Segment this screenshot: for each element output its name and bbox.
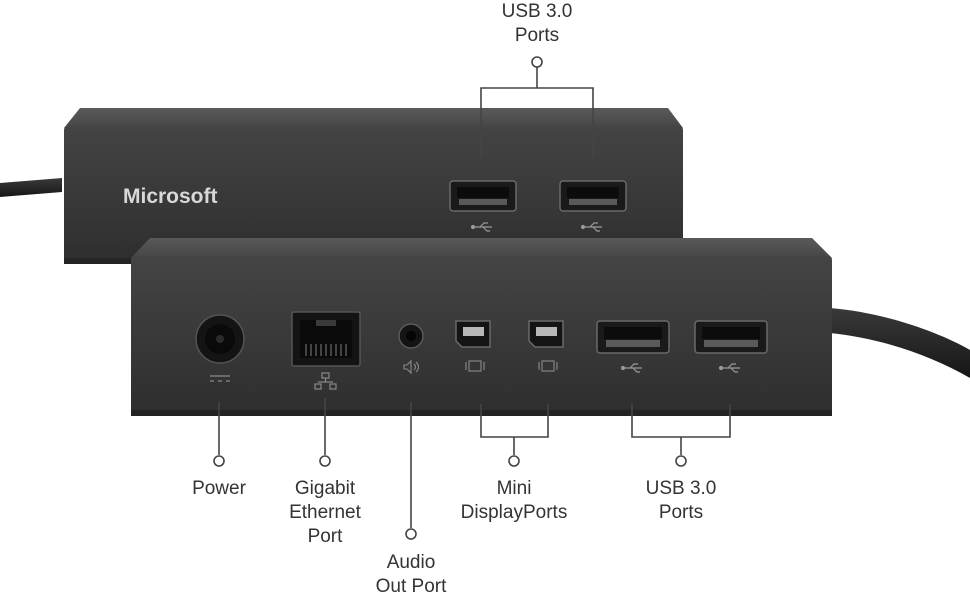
ethernet-port — [291, 311, 361, 367]
ethernet-icon — [314, 372, 337, 390]
front-dock — [131, 238, 832, 416]
label-bottom-usb-ports: USB 3.0 Ports — [645, 478, 717, 523]
back-dock-front — [64, 126, 683, 263]
label-mini-displayports: Mini DisplayPorts — [460, 478, 568, 523]
dc-power-icon — [210, 375, 230, 382]
usb-icon — [580, 222, 602, 232]
mini-displayport-1 — [455, 320, 491, 348]
label-gigabit-ethernet-port: Gigabit Ethernet Port — [289, 478, 361, 547]
back-usb-port-1 — [449, 180, 517, 212]
front-dock-cable — [830, 308, 970, 378]
back-dock-top — [64, 108, 683, 128]
usb-icon — [620, 363, 642, 373]
front-dock-top — [131, 238, 832, 258]
front-usb-port-2 — [694, 320, 768, 354]
back-dock-cable — [0, 178, 62, 197]
label-power: Power — [192, 478, 246, 499]
label-audio-out-port: Audio Out Port — [375, 552, 447, 597]
mini-displayport-2 — [528, 320, 564, 348]
audio-jack — [398, 323, 424, 349]
back-usb-port-2 — [559, 180, 627, 212]
mini-displayport-icon — [465, 360, 485, 372]
power-jack — [195, 314, 245, 364]
mini-displayport-icon — [538, 360, 558, 372]
label-top-usb-ports: USB 3.0 Ports — [501, 1, 573, 46]
callout-lines — [213, 56, 731, 540]
front-usb-port-1 — [596, 320, 670, 354]
audio-out-icon — [403, 359, 420, 375]
usb-icon — [470, 222, 492, 232]
usb-icon — [718, 363, 740, 373]
microsoft-logo: Microsoft — [123, 185, 218, 208]
